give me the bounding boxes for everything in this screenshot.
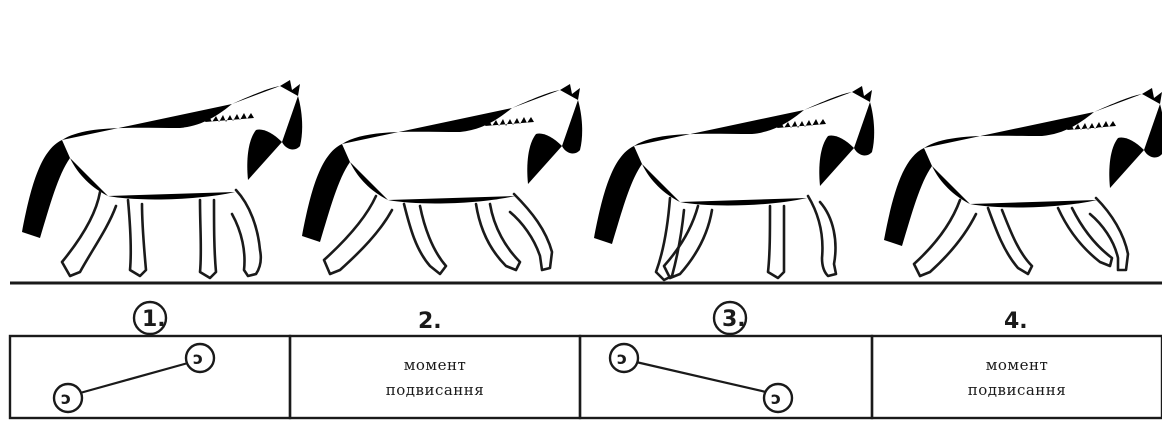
phase-number-4: 4. xyxy=(1004,309,1028,334)
horse-phase-2-icon xyxy=(302,84,582,274)
svg-text:2.: 2. xyxy=(418,309,442,334)
horse-phase-4-icon xyxy=(884,88,1162,276)
phase-number-2: 2. xyxy=(418,309,442,334)
phase-2-caption-line-2: подвисання xyxy=(386,381,485,399)
svg-text:ↄ: ↄ xyxy=(617,349,627,369)
svg-text:3.: 3. xyxy=(722,307,746,332)
horse-phase-3-icon xyxy=(594,86,874,280)
hoof-pair-3: ↄ ↄ xyxy=(610,344,792,412)
hoof-pair-1: ↄ ↄ xyxy=(54,344,214,412)
phase-box-4 xyxy=(872,336,1162,418)
svg-text:ↄ: ↄ xyxy=(771,389,781,409)
svg-text:1.: 1. xyxy=(142,307,166,332)
phase-4-caption-line-1: момент xyxy=(986,356,1049,374)
phase-4-caption-line-2: подвисання xyxy=(968,381,1067,399)
phase-2-caption-line-1: момент xyxy=(404,356,467,374)
phase-box-2 xyxy=(290,336,580,418)
horse-phase-1-icon xyxy=(22,80,302,278)
phase-box-1 xyxy=(10,336,290,418)
phase-number-1: 1. xyxy=(134,302,166,334)
svg-text:ↄ: ↄ xyxy=(193,349,203,369)
phase-number-3: 3. xyxy=(714,302,746,334)
svg-text:4.: 4. xyxy=(1004,309,1028,334)
svg-text:ↄ: ↄ xyxy=(61,389,71,409)
